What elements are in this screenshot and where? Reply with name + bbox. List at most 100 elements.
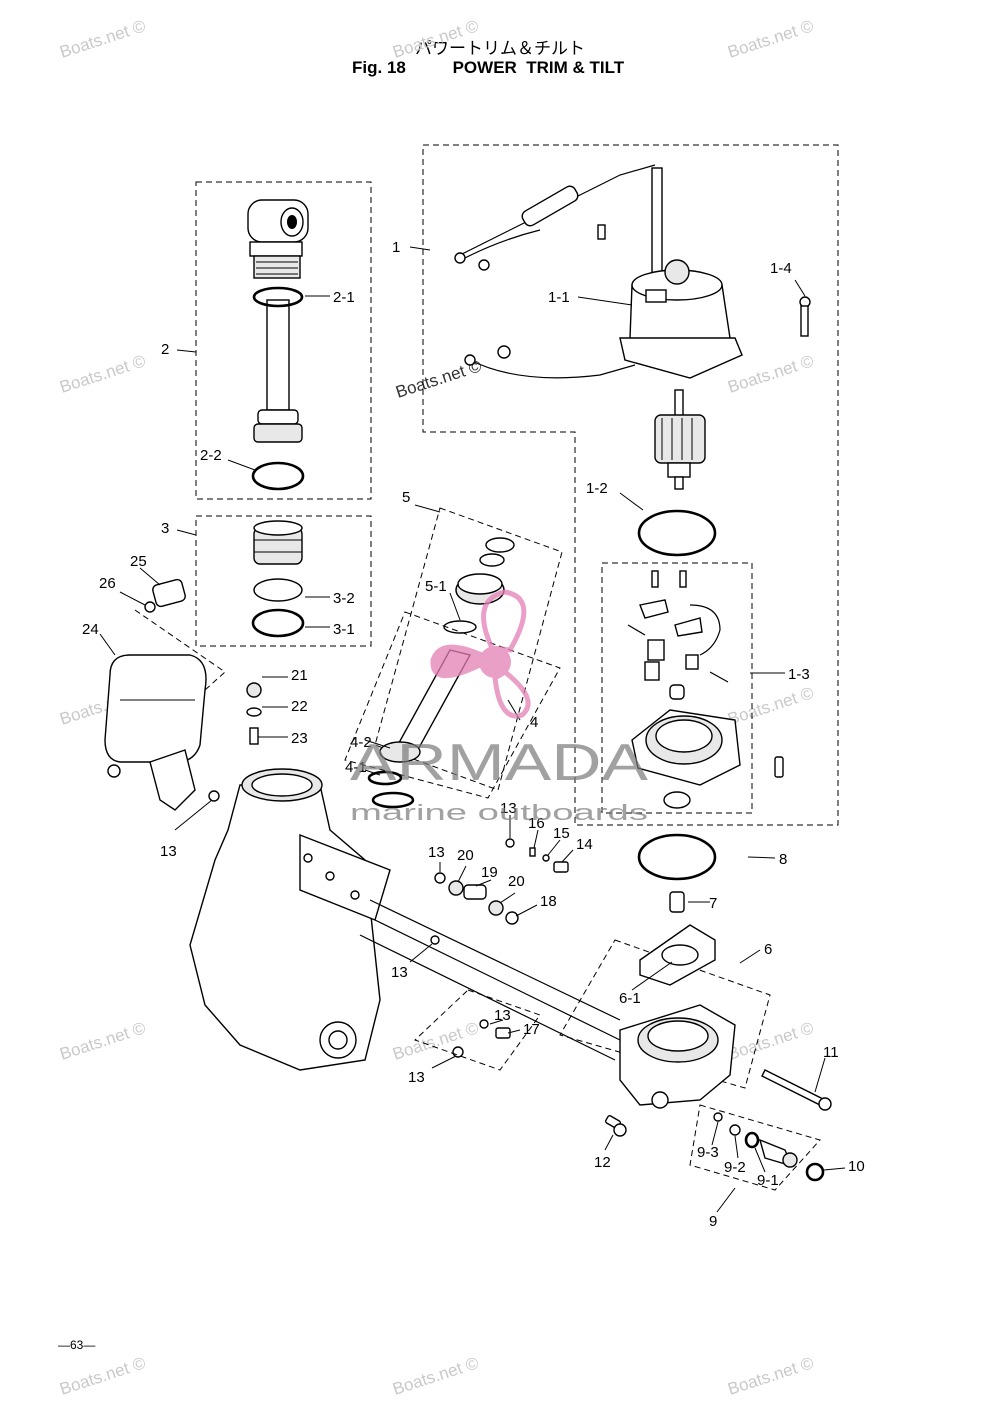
bolt-24-mount (107, 764, 121, 778)
callout-1-3: 1-3 (788, 666, 810, 683)
filter-7 (669, 891, 685, 913)
callout-21: 21 (291, 667, 308, 684)
valve-assembly-5 (455, 537, 515, 605)
callout-24: 24 (82, 621, 99, 638)
callout-5-1: 5-1 (425, 578, 447, 595)
callout-7: 7 (709, 895, 717, 912)
o-ring-1-2 (637, 509, 717, 557)
callout-9-1: 9-1 (757, 1172, 779, 1189)
o-ring-18 (505, 911, 519, 925)
callout-6: 6 (764, 941, 772, 958)
snap-ring-10 (805, 1162, 825, 1182)
callout-1-2: 1-2 (586, 480, 608, 497)
callout-18: 18 (540, 893, 557, 910)
seal-20 (448, 880, 464, 896)
washer-9-3 (713, 1112, 723, 1122)
group-box-4 (344, 611, 561, 799)
group-box-2 (195, 181, 372, 500)
callout-16: 16 (528, 815, 545, 832)
callout-2-2: 2-2 (200, 447, 222, 464)
group-box-1 (422, 144, 839, 826)
figure-title-english: POWER TRIM & TILT (452, 58, 625, 77)
watermark-text: Boats.net © (57, 1353, 148, 1399)
callout-13: 13 (428, 844, 445, 861)
o-ring-13 (479, 1019, 489, 1029)
callout-22: 22 (291, 698, 308, 715)
pump-assembly-6 (619, 924, 736, 1109)
cylinder-body (189, 768, 621, 1071)
group-box-1-3 (601, 562, 753, 814)
bolt-1-4 (799, 296, 811, 337)
callout-11: 11 (823, 1044, 839, 1061)
watermark-text: Boats.net © (390, 1353, 481, 1399)
callout-13: 13 (160, 843, 177, 860)
callout-9: 9 (709, 1213, 717, 1230)
washer-26 (144, 601, 156, 613)
cover-24 (104, 654, 207, 811)
screw-1-1 (597, 224, 606, 240)
callout-8: 8 (779, 851, 787, 868)
callout-13: 13 (391, 964, 408, 981)
callout-20: 20 (457, 847, 474, 864)
bolt-12 (604, 1115, 627, 1137)
callout-2: 2 (161, 341, 169, 358)
o-ring-8 (637, 833, 717, 881)
watermark-text: Boats.net © (725, 1353, 816, 1399)
group-box-13-17 (414, 989, 541, 1071)
callout-2-1: 2-1 (333, 289, 355, 306)
armada-propeller-logo (430, 589, 531, 719)
piston-assembly (253, 520, 303, 565)
callout-1-1: 1-1 (548, 289, 570, 306)
group-box-9 (689, 1104, 821, 1191)
watermark-text: Boats.net © (725, 351, 816, 397)
callout-10: 10 (848, 1158, 865, 1175)
callout-4-1: 4-1 (345, 759, 367, 776)
seal-20 (488, 900, 504, 916)
callout-3: 3 (161, 520, 169, 537)
bolt-11 (761, 1069, 832, 1111)
callout-26: 26 (99, 575, 116, 592)
callout-19: 19 (481, 864, 498, 881)
callout-6-1: 6-1 (619, 990, 641, 1007)
bushing-25 (152, 578, 186, 608)
callout-9-3: 9-3 (697, 1144, 719, 1161)
armature (654, 389, 706, 490)
o-ring-13 (505, 838, 515, 848)
callout-3-2: 3-2 (333, 590, 355, 607)
brush-holder-1-3 (627, 570, 741, 786)
watermark-text: Boats.net © (390, 1018, 481, 1064)
figure-title-japanese: パワートリム＆チルト (415, 39, 585, 59)
figure-number: Fig. 18 (352, 58, 406, 77)
cap-21 (246, 682, 262, 698)
page-number: —63— (58, 1338, 96, 1352)
o-ring-13 (452, 1046, 464, 1058)
o-ring-13 (208, 790, 220, 802)
watermark-text: Boats.net © (57, 16, 148, 62)
figure-title: Fig. 18 POWER TRIM & TILT (352, 58, 624, 78)
callout-5: 5 (402, 489, 410, 506)
manual-valve-9 (758, 1138, 798, 1168)
ball-16 (529, 847, 536, 857)
callout-4-2: 4-2 (350, 734, 372, 751)
leader-lines (99, 246, 846, 1213)
callout-3-1: 3-1 (333, 621, 355, 638)
o-ring-3-1 (251, 608, 305, 638)
watermark-text: Boats.net © (57, 351, 148, 397)
group-box-3 (195, 515, 372, 647)
callout-4: 4 (530, 714, 538, 731)
callout-14: 14 (576, 836, 593, 853)
callout-25: 25 (130, 553, 147, 570)
motor-1-1 (454, 164, 743, 379)
callout-13: 13 (500, 800, 517, 817)
watermark-text: Boats.net © (725, 1018, 816, 1064)
callout-15: 15 (553, 825, 570, 842)
page-number-value: 63 (70, 1338, 84, 1352)
tilt-rod-assembly (247, 199, 309, 443)
valve-23 (249, 727, 259, 745)
o-ring-2-2 (251, 461, 305, 491)
valve-19 (463, 884, 487, 900)
callout-1: 1 (392, 239, 400, 256)
o-ring-9-1 (744, 1131, 760, 1149)
backup-ring-3-2 (253, 578, 303, 602)
